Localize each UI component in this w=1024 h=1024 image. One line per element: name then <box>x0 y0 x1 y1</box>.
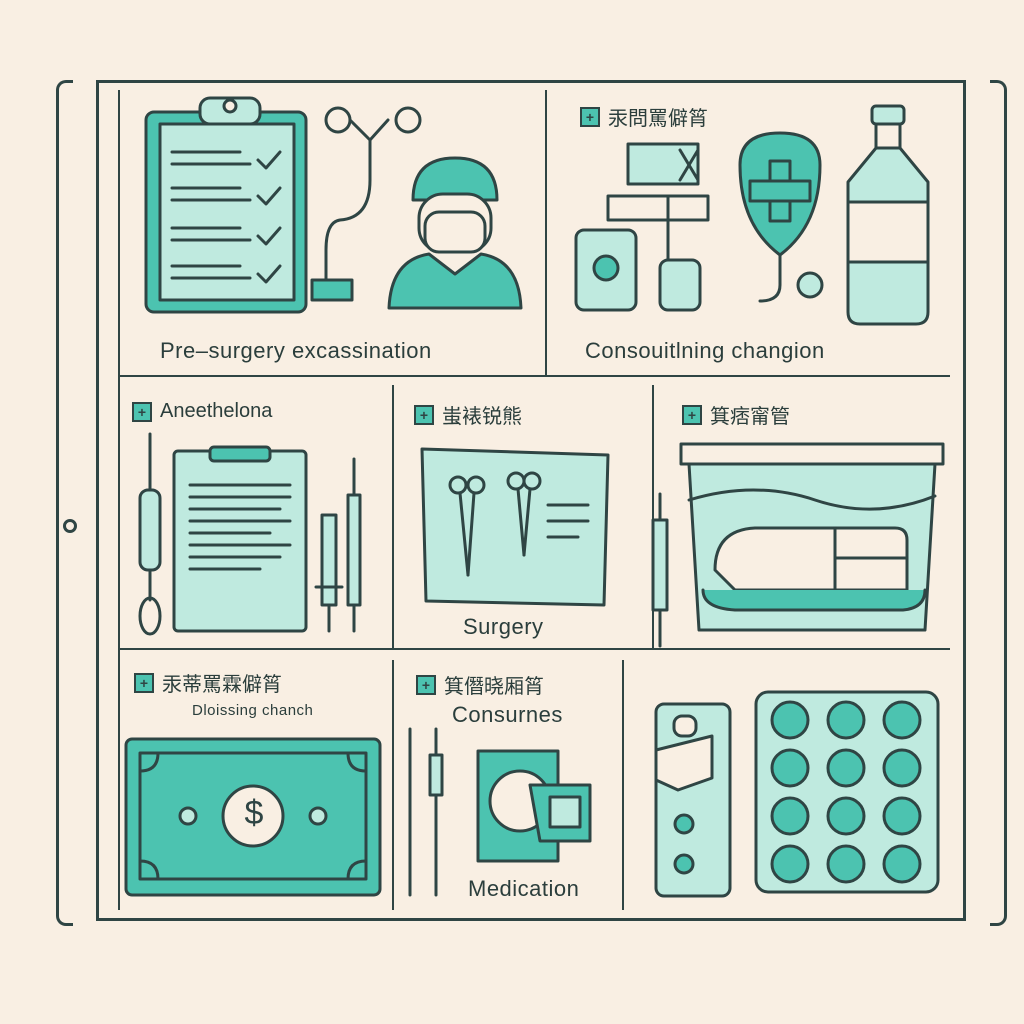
pill-blister-icon <box>754 690 940 894</box>
checkmark-icon <box>256 150 282 170</box>
clipboard-icon <box>144 96 308 314</box>
inner-left-line <box>118 90 120 910</box>
stethoscope-icon <box>310 106 422 302</box>
consumables-caption: Consurnes <box>452 702 563 727</box>
surgical-tray-icon <box>420 447 610 607</box>
anesthesia-tag-label: Aneethelona <box>160 400 273 422</box>
checkmark-icon <box>256 264 282 284</box>
surgery-caption: Surgery <box>463 614 544 639</box>
tray-icon <box>679 442 945 632</box>
frame-bottom <box>96 918 966 921</box>
currency-symbol: $ <box>244 794 264 832</box>
equipment-tag-label: 箕痞甯管 <box>710 406 790 428</box>
divider-col-bot1 <box>392 660 394 910</box>
plus-icon: + <box>580 106 600 127</box>
side-dot <box>63 519 77 533</box>
consulting-tag-label: 汞問罵僻筲 <box>608 108 708 130</box>
divider-col-top <box>545 90 547 375</box>
divider-col-bot2 <box>622 660 624 910</box>
syringe-icon <box>651 492 669 648</box>
pill-strip-icon <box>654 702 732 898</box>
right-bracket <box>990 80 1007 926</box>
divider-row2 <box>118 648 950 650</box>
clipboard-icon <box>172 445 308 633</box>
plus-icon: + <box>132 401 152 422</box>
dressing-caption: Dloissing chanch <box>192 702 314 719</box>
medicine-box-icon <box>476 749 592 863</box>
checkmark-icon <box>256 186 282 206</box>
banknote-icon <box>124 737 382 897</box>
frame-right <box>963 80 966 921</box>
checkmark-icon <box>256 226 282 246</box>
scissors-icon <box>506 471 542 557</box>
dressing-tag-label: 汞蒂罵霖僻筲 <box>162 674 282 696</box>
medication-caption: Medication <box>468 876 580 901</box>
consulting-tag: + 汞問罵僻筲 <box>580 102 708 131</box>
syringe-icon <box>314 457 362 633</box>
plus-icon: + <box>416 674 436 695</box>
dressing-tag: + 汞蒂罵霖僻筲 <box>134 668 282 697</box>
frame-top <box>96 80 966 83</box>
plus-icon: + <box>682 404 702 425</box>
divider-col-mid1 <box>392 385 394 648</box>
shield-cross-icon <box>738 131 824 303</box>
surgeon-icon <box>387 156 523 310</box>
anesthesia-tag: + Aneethelona <box>132 400 272 423</box>
pre-surgery-caption: Pre–surgery excassination <box>160 338 432 363</box>
equipment-tag: + 箕痞甯管 <box>682 400 790 429</box>
bottle-icon <box>846 104 930 326</box>
plus-icon: + <box>134 672 154 693</box>
iv-drip-icon <box>138 432 162 636</box>
syringe-icon <box>408 727 444 897</box>
surgery-tag-label: 蚩裱锐熊 <box>442 406 522 428</box>
left-bracket <box>56 80 73 926</box>
surgery-tag: + 蚩裱锐熊 <box>414 400 522 429</box>
scissors-icon <box>448 475 486 577</box>
frame-left <box>96 80 99 921</box>
medicine-jar-icon <box>574 142 710 312</box>
divider-col-mid2 <box>652 385 654 648</box>
consumables-tag: + 箕僭晓厢筲 <box>416 670 544 699</box>
consulting-caption: Consouitlning changion <box>585 338 825 363</box>
plus-icon: + <box>414 404 434 425</box>
consumables-tag-label: 箕僭晓厢筲 <box>444 676 544 698</box>
divider-row1 <box>118 375 950 377</box>
